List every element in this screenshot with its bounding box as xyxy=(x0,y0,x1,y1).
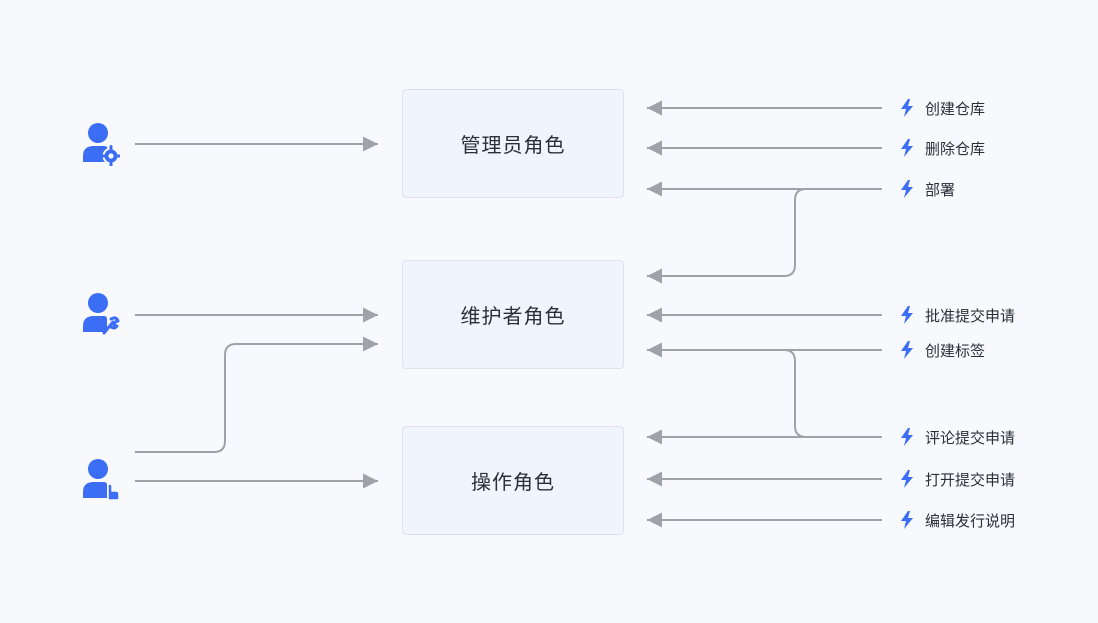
permission-label: 评论提交申请 xyxy=(925,428,1016,447)
arrow-comment-pr-maintainer xyxy=(783,349,882,438)
lightning-icon xyxy=(901,341,913,359)
permission-label: 创建标签 xyxy=(925,341,986,360)
lightning-icon xyxy=(901,470,913,488)
role-operator: 操作角色 xyxy=(402,426,624,535)
lightning-icon xyxy=(901,99,913,117)
arrow-deploy-maintainer xyxy=(647,188,882,284)
permission-open-pr: 打开提交申请 xyxy=(900,468,1015,490)
operator-user-icon xyxy=(83,459,120,501)
permission-label: 创建仓库 xyxy=(925,99,986,118)
permission-approve-pr: 批准提交申请 xyxy=(900,304,1015,326)
lightning-icon xyxy=(901,306,913,324)
permission-label: 部署 xyxy=(925,180,956,199)
lightning-icon xyxy=(901,511,913,529)
permission-label: 编辑发行说明 xyxy=(925,511,1016,530)
gear-icon xyxy=(100,145,120,166)
permission-edit-release-notes: 编辑发行说明 xyxy=(900,509,1015,531)
arrow-operator-user-to-maintainer-role xyxy=(135,336,378,453)
permission-label: 删除仓库 xyxy=(925,139,986,158)
pointer-hand-icon xyxy=(107,483,120,501)
admin-user-icon xyxy=(83,123,120,166)
permission-label: 批准提交申请 xyxy=(925,306,1016,325)
permission-delete-repo: 删除仓库 xyxy=(900,137,985,159)
role-admin: 管理员角色 xyxy=(402,89,624,198)
permission-deploy: 部署 xyxy=(900,178,955,200)
maintainer-user-icon xyxy=(83,293,120,335)
role-admin-label: 管理员角色 xyxy=(460,133,566,157)
lightning-icon xyxy=(901,180,913,198)
wrench-icon xyxy=(102,316,120,335)
permission-comment-pr: 评论提交申请 xyxy=(900,426,1015,448)
role-maintainer-label: 维护者角色 xyxy=(460,304,566,328)
role-maintainer: 维护者角色 xyxy=(402,260,624,369)
permission-create-tag: 创建标签 xyxy=(900,339,985,361)
role-operator-label: 操作角色 xyxy=(471,470,555,494)
permission-label: 打开提交申请 xyxy=(925,470,1016,489)
permission-create-repo: 创建仓库 xyxy=(900,97,985,119)
lightning-icon xyxy=(901,139,913,157)
lightning-icon xyxy=(901,428,913,446)
